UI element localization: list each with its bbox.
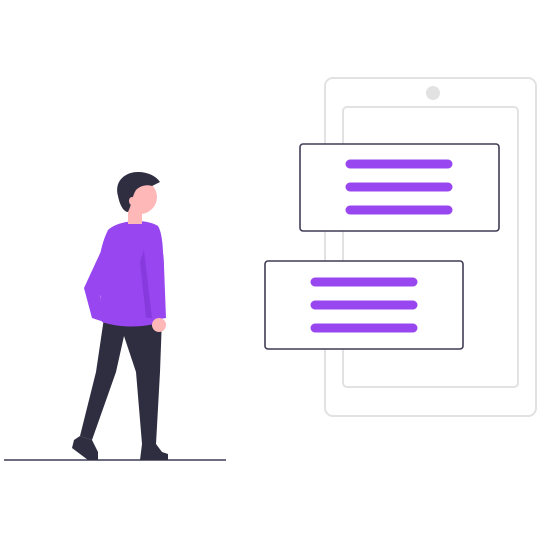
person-hair — [117, 172, 160, 212]
message-card-bottom — [264, 260, 464, 350]
phone-camera-icon — [426, 86, 440, 100]
phone-screen — [342, 106, 519, 388]
person-leg-back — [80, 318, 128, 440]
message-card-top — [299, 143, 500, 232]
person-torso-shade — [140, 250, 152, 318]
person-leg-front — [118, 318, 162, 444]
person-hand — [152, 318, 166, 332]
person-shoe-front — [140, 444, 168, 460]
person-arm-front — [144, 228, 166, 320]
phone-body — [324, 77, 537, 417]
person-shoe-back — [72, 436, 98, 460]
person-figure — [72, 172, 168, 460]
person-ear — [129, 197, 135, 205]
phone — [324, 77, 537, 417]
